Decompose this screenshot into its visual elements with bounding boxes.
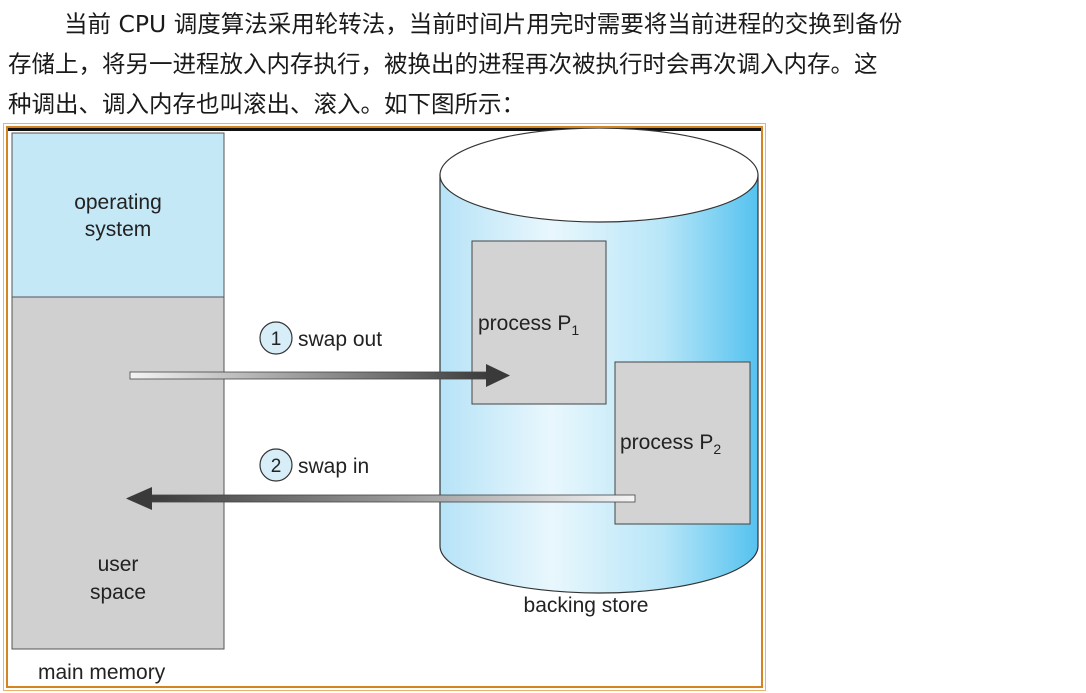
step-1-text: swap out — [298, 328, 382, 351]
step-1-label: 1 swap out — [259, 321, 382, 355]
user-label-line-2: space — [90, 581, 146, 604]
swap-out-shaft — [129, 371, 491, 380]
step-2-text: swap in — [298, 455, 369, 478]
paragraph-line-3: 种调出、调入内存也叫滚出、滚入。如下图所示： — [8, 90, 525, 118]
swap-out-arrow — [129, 364, 510, 387]
step-2-label: 2 swap in — [259, 448, 369, 482]
paragraph-line-1: 当前 CPU 调度算法采用轮转法，当前时间片用完时需要将当前进程的交换到备份 — [64, 10, 903, 38]
process-p2-box — [614, 361, 751, 525]
main-memory-label: main memory — [38, 661, 166, 684]
swapping-diagram: operating system user space main memory … — [8, 127, 761, 684]
swap-out-head — [486, 364, 510, 387]
os-label-line-2: system — [85, 218, 152, 241]
step-1-number: 1 — [271, 329, 282, 350]
step-1-circle — [259, 321, 293, 355]
main-memory: operating system user space main memory — [11, 132, 225, 684]
cylinder-top — [439, 127, 759, 223]
step-2-circle — [259, 448, 293, 482]
figure-top-rule — [8, 128, 761, 131]
process-p2: process P2 — [614, 361, 751, 525]
os-label-line-1: operating — [74, 191, 162, 214]
swap-in-arrow — [126, 487, 636, 510]
user-label-line-1: user — [98, 553, 139, 576]
swapping-figure: operating system user space main memory … — [3, 123, 766, 691]
backing-store-label: backing store — [524, 594, 649, 617]
process-p2-label: process P2 — [620, 431, 721, 457]
paragraph-line-2: 存储上，将另一进程放入内存执行，被换出的进程再次被执行时会再次调入内存。这 — [8, 50, 878, 78]
intro-paragraph: 当前 CPU 调度算法采用轮转法，当前时间片用完时需要将当前进程的交换到备份 存… — [8, 4, 1080, 124]
swap-in-head — [126, 487, 152, 510]
swap-in-shaft — [147, 494, 636, 503]
os-region — [11, 132, 225, 298]
user-space-region — [11, 296, 225, 650]
step-2-number: 2 — [271, 456, 282, 477]
process-p1-label: process P1 — [478, 312, 579, 338]
